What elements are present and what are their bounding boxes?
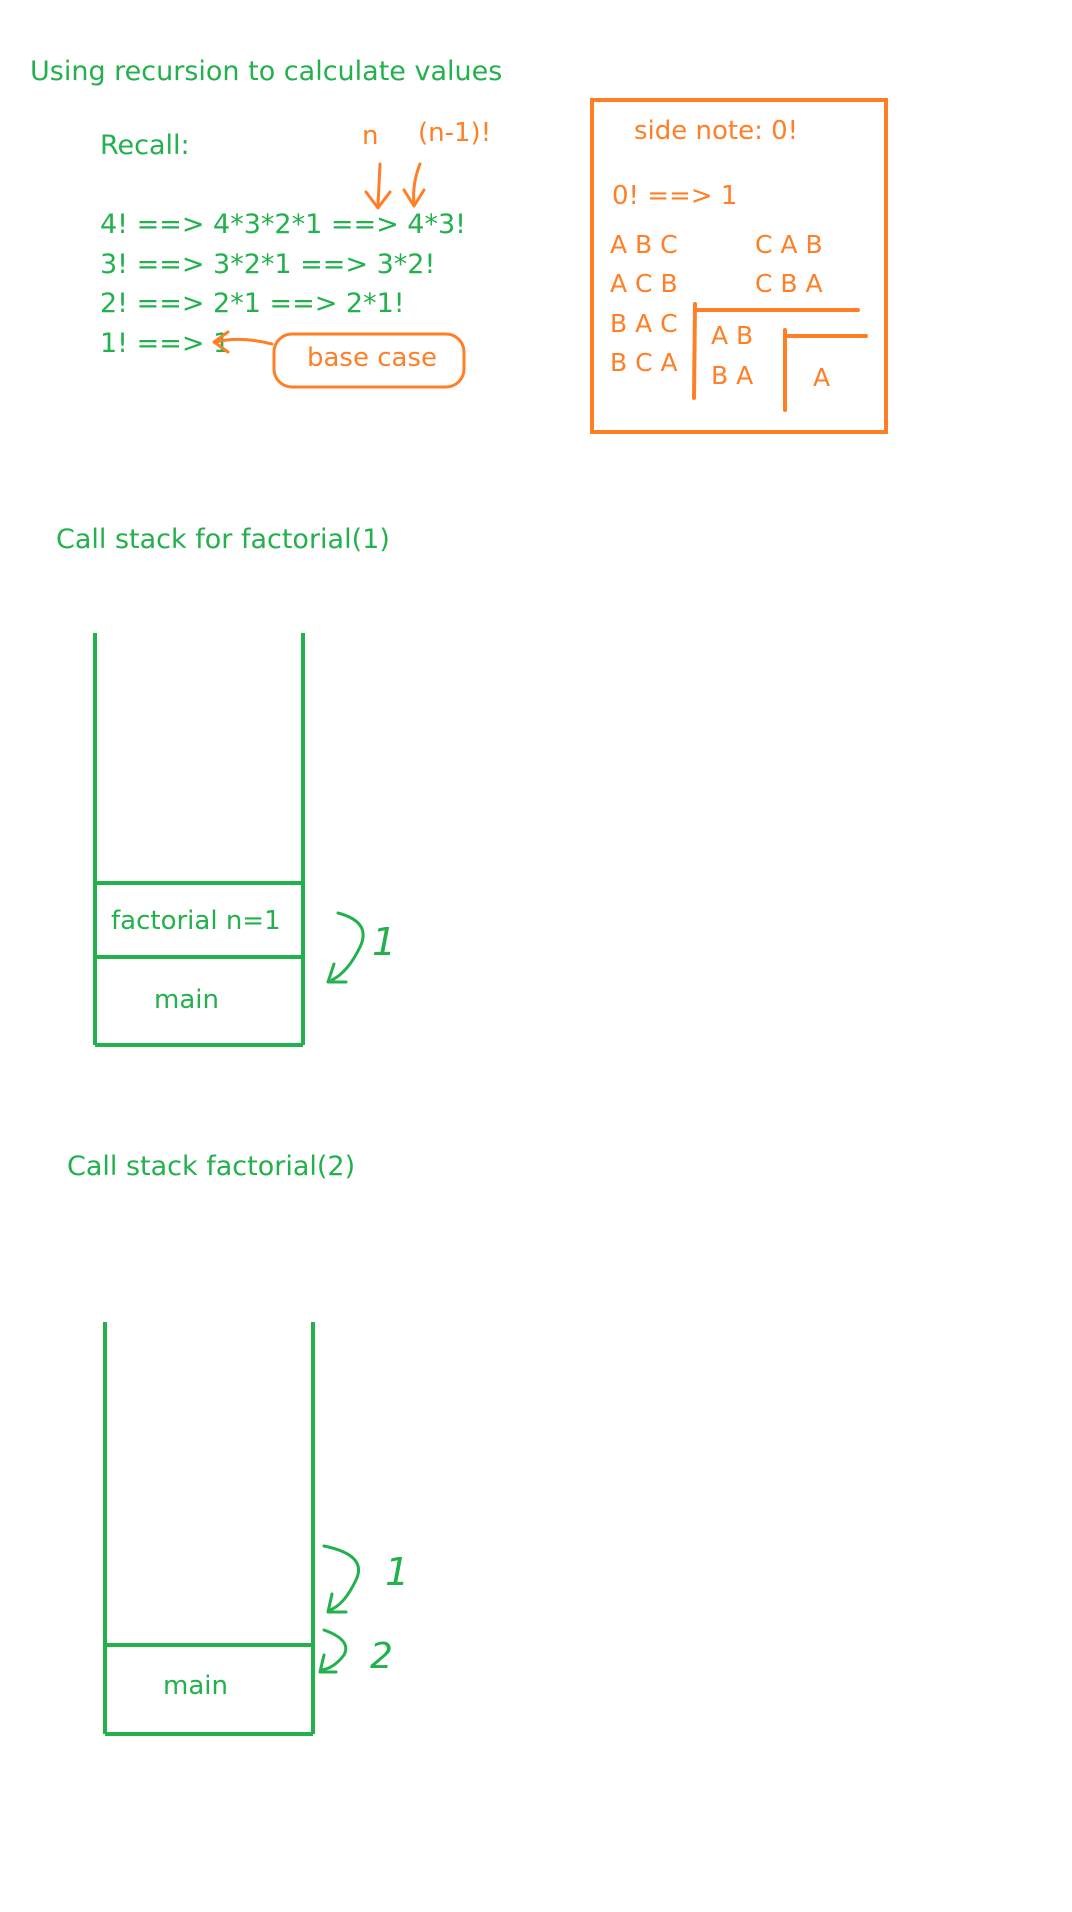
page-title: Using recursion to calculate values <box>30 56 502 87</box>
stack2-title: Call stack factorial(2) <box>67 1151 355 1182</box>
base-case-box <box>272 332 466 389</box>
stack1-return-arrow-curve <box>330 911 365 982</box>
perm-cba: C B A <box>755 269 823 298</box>
arrow-nm1-head <box>402 188 426 208</box>
divider-1-vertical <box>692 302 697 400</box>
recall-line-1: 1! ==> 1 <box>100 328 230 359</box>
annotation-n-minus-1-factorial: (n-1)! <box>418 118 491 148</box>
recall-label: Recall: <box>100 130 190 161</box>
perm-acb: A C B <box>610 269 678 298</box>
stack2-erased-frame-tick-left <box>103 1513 107 1571</box>
stack1-title: Call stack for factorial(1) <box>56 524 390 555</box>
stack1-return-arrow <box>326 911 365 984</box>
side-note-border <box>590 98 888 434</box>
arrow-n-head <box>364 190 392 210</box>
call-stack-1 <box>93 633 305 1047</box>
stack1-return-arrow-head <box>326 962 348 984</box>
base-case-arrow <box>212 330 274 354</box>
annotation-n: n <box>362 121 378 151</box>
recall-line-2: 2! ==> 2*1 ==> 2*1! <box>100 288 405 319</box>
stack2-return-arrow-1 <box>322 1544 360 1614</box>
stack2-return-arrow-2-head <box>318 1653 338 1674</box>
recall-line-3: 3! ==> 3*2*1 ==> 3*2! <box>100 249 435 280</box>
stack1-frame-factorial: factorial n=1 <box>111 906 281 936</box>
stack2-arrow-2-label: 2 <box>370 1636 393 1677</box>
stack2-return-arrow-1-head <box>326 1592 348 1614</box>
stack1-frame-main: main <box>154 985 219 1015</box>
side-note-box: side note: 0! 0! ==> 1 A B C A C B B A C… <box>590 98 888 434</box>
stack2-arrow-1-label: 1 <box>385 1550 409 1594</box>
perm-cab: C A B <box>755 230 823 259</box>
side-note-title: side note: 0! <box>634 116 798 146</box>
stack2-return-arrow-2-curve <box>320 1628 348 1672</box>
perm-abc: A B C <box>610 230 678 259</box>
stack2-frame-main: main <box>163 1671 228 1701</box>
arrow-n-down <box>376 162 382 208</box>
perm-bca: B C A <box>610 348 678 377</box>
stack2-erased-frame-tick-right <box>311 1513 315 1571</box>
side-note-dividers <box>692 302 868 412</box>
stack2-return-arrow-2 <box>318 1628 348 1674</box>
perm-ab: A B <box>711 321 753 350</box>
zero-factorial-equals-one: 0! ==> 1 <box>612 181 737 211</box>
annotation-arrows <box>364 162 426 210</box>
base-case-arrow-head <box>212 330 230 354</box>
base-case-label: base case <box>307 343 437 373</box>
perm-ba: B A <box>711 361 753 390</box>
perm-a: A <box>813 363 830 392</box>
base-case-arrow-line <box>214 337 274 346</box>
arrow-nm1-down <box>412 162 422 206</box>
call-stack-2 <box>103 1322 315 1736</box>
recall-line-4: 4! ==> 4*3*2*1 ==> 4*3! <box>100 209 466 240</box>
stack1-arrow-label: 1 <box>372 920 396 964</box>
stack2-return-arrow-1-curve <box>322 1544 360 1612</box>
recall-section: Recall: n (n-1)! 4! ==> 4*3*2*1 ==> 4*3!… <box>100 118 491 389</box>
perm-bac: B A C <box>610 309 678 338</box>
